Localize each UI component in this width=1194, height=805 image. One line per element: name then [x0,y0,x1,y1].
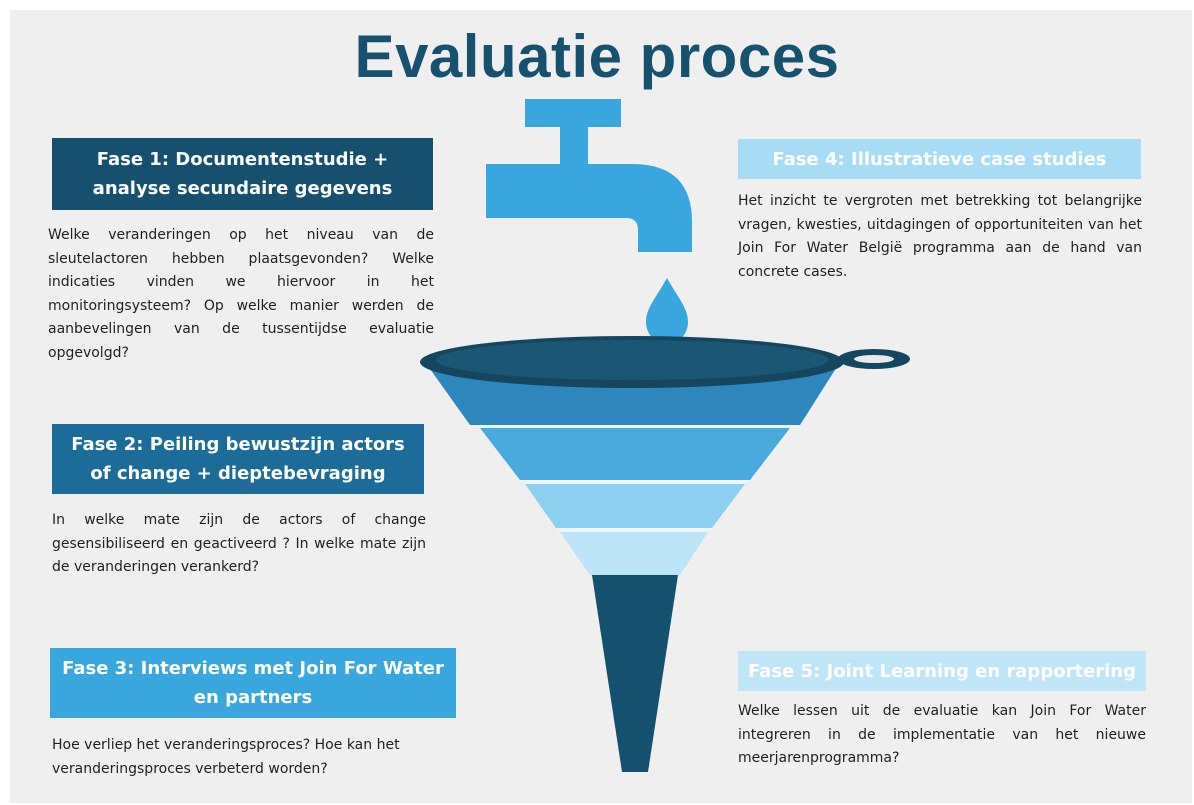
fase-2-header: Fase 2: Peiling bewustzijn actors of cha… [52,424,424,494]
fase-3-header: Fase 3: Interviews met Join For Water en… [50,648,456,718]
fase-4-text: Het inzicht te vergroten met betrekking … [738,193,1142,280]
fase-3-text: Hoe verliep het veranderingsproces? Hoe … [52,737,400,777]
fase-2-text: In welke mate zijn de actors of change g… [52,512,426,575]
water-tap-icon [486,99,692,252]
fase-5-text: Welke lessen uit de evaluatie kan Join F… [738,703,1146,766]
funnel-icon [420,336,910,772]
fase-5-header: Fase 5: Joint Learning en rapportering [738,651,1146,691]
fase-4-header: Fase 4: Illustratieve case studies [738,139,1141,179]
fase-1-header: Fase 1: Documentenstudie + analyse secun… [52,138,433,210]
fase-1-text: Welke veranderingen op het niveau van de… [48,227,434,361]
water-drop-icon [646,278,688,344]
page-title: Evaluatie proces [354,23,840,90]
